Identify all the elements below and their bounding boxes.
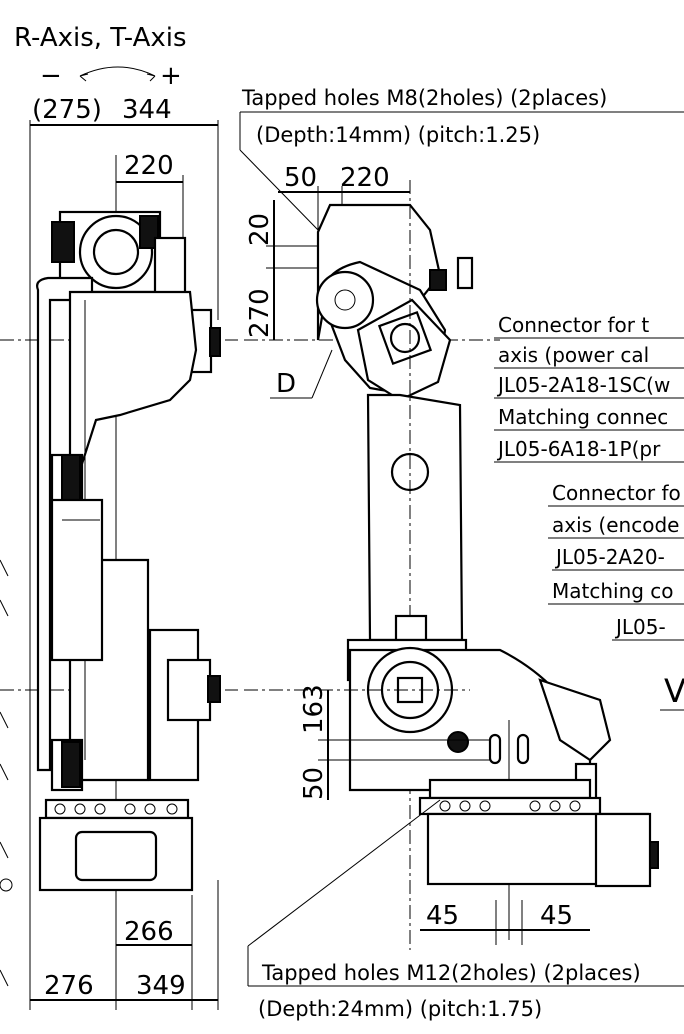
- axes-title: R-Axis, T-Axis: [14, 23, 187, 53]
- tapped-holes-m8: Tapped holes M8(2holes) (2places): [241, 86, 607, 110]
- base-bolts: [54, 803, 178, 815]
- rotation-arrow: [79, 66, 156, 82]
- connector-1-line-2: axis (power cal: [498, 343, 649, 367]
- connector-2-line-4: Matching co: [552, 579, 674, 603]
- plus-sign: +: [160, 61, 182, 91]
- connector-2-line-5: JL05-: [614, 615, 666, 639]
- dim-344: 344: [122, 95, 172, 125]
- dim-45-right: 45: [540, 901, 573, 931]
- connector-1-line-4: Matching connec: [498, 405, 668, 429]
- connector-2-line-3: JL05-2A20-: [554, 545, 665, 569]
- dim-20: 20: [245, 213, 275, 246]
- connector-1-line-5: JL05-6A18-1P(pr: [496, 437, 661, 461]
- dim-275: (275): [32, 95, 102, 125]
- dim-45-left: 45: [426, 901, 459, 931]
- connector-2-line-1: Connector fo: [552, 481, 681, 505]
- dim-266: 266: [124, 917, 174, 947]
- dim-50-side: 50: [299, 767, 329, 800]
- dim-276: 276: [44, 971, 94, 1001]
- view-letter: V: [664, 672, 684, 710]
- tapped-holes-m8-depth: (Depth:14mm) (pitch:1.25): [256, 123, 540, 147]
- dim-270: 270: [245, 288, 275, 338]
- dim-50-top: 50: [284, 163, 317, 193]
- connector-2-line-2: axis (encode: [552, 513, 679, 537]
- dim-220-top: 220: [340, 163, 390, 193]
- dim-349: 349: [136, 971, 186, 1001]
- tapped-holes-m12: Tapped holes M12(2holes) (2places): [261, 961, 641, 985]
- dim-220-left: 220: [124, 151, 174, 181]
- connector-1-line-3: JL05-2A18-1SC(w: [496, 373, 670, 397]
- minus-sign: −: [40, 61, 62, 91]
- side-view: (275) 344 220: [0, 95, 238, 1010]
- dim-163: 163: [299, 684, 329, 734]
- tapped-holes-m12-depth: (Depth:24mm) (pitch:1.75): [258, 997, 542, 1021]
- connector-1-line-1: Connector for t: [498, 313, 649, 337]
- front-view: Tapped holes M8(2holes) (2places) (Depth…: [239, 86, 684, 1021]
- front-base-bolts: [439, 800, 581, 812]
- detail-d-label: D: [276, 369, 296, 399]
- connector-notes: Connector for t axis (power cal JL05-2A1…: [494, 313, 684, 711]
